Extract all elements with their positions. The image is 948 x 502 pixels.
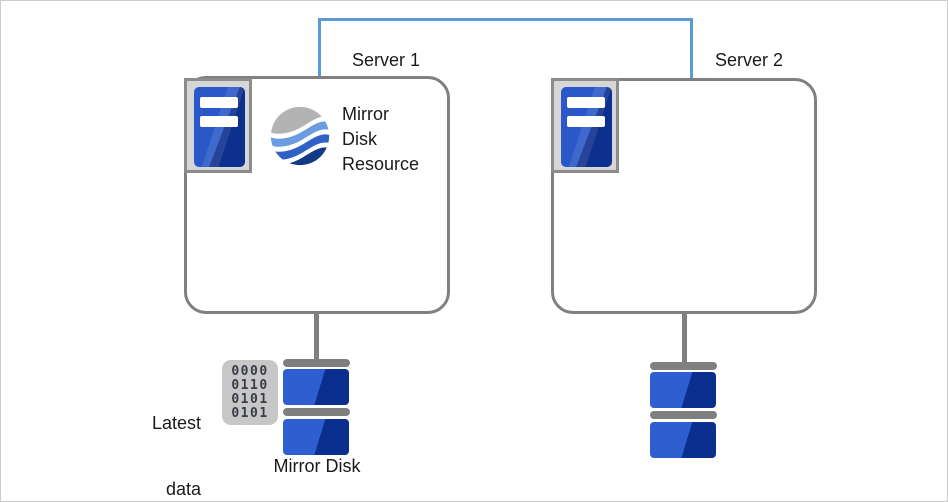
tower-slot-icon xyxy=(200,116,238,127)
mirror-disk-resource-label: Mirror Disk Resource xyxy=(342,102,419,177)
resource-label-line: Mirror xyxy=(342,104,389,124)
tower-slot-icon xyxy=(200,97,238,108)
disk-body xyxy=(283,369,349,405)
server1-disk-link-line xyxy=(314,313,319,360)
server-link-line xyxy=(318,18,693,80)
server1-tower-tray xyxy=(184,78,252,173)
latest-data-line: data xyxy=(165,479,201,499)
resource-label-line: Disk xyxy=(342,129,377,149)
disk-body xyxy=(650,372,716,408)
server2-disk-link-line xyxy=(682,313,687,363)
disk-body xyxy=(650,422,716,458)
tower-slot-icon xyxy=(567,97,605,108)
server-tower-icon xyxy=(561,87,612,167)
server2-tower-tray xyxy=(551,78,619,173)
disk-platter-bar xyxy=(283,408,350,416)
disk-stack-icon xyxy=(650,362,717,461)
binary-data-icon: 0000 0110 0101 0101 xyxy=(222,360,278,425)
mirror-disk-label: Mirror Disk xyxy=(273,456,361,476)
server-tower-icon xyxy=(194,87,245,167)
server1-label: Server 1 xyxy=(351,50,421,70)
disk-platter-bar xyxy=(650,411,717,419)
binary-row: 0101 xyxy=(231,392,269,407)
disk-stack-icon xyxy=(283,359,350,458)
binary-row: 0110 xyxy=(231,378,269,393)
tower-slot-icon xyxy=(567,116,605,127)
binary-row: 0101 xyxy=(231,406,269,421)
mirror-disk-resource-icon xyxy=(269,105,331,167)
binary-row: 0000 xyxy=(231,364,269,379)
latest-data-label: Latest data xyxy=(127,368,201,501)
disk-platter-bar xyxy=(650,362,717,370)
disk-platter-bar xyxy=(283,359,350,367)
server2-label: Server 2 xyxy=(714,50,784,70)
resource-label-line: Resource xyxy=(342,154,420,174)
disk-body xyxy=(283,419,349,455)
latest-data-line: Latest xyxy=(151,413,201,433)
